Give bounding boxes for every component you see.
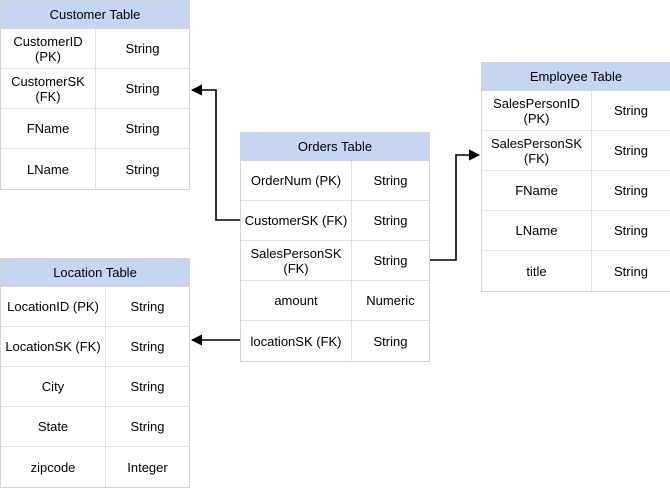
field-type: String	[614, 143, 648, 158]
entity-table-orders[interactable]: Orders Table OrderNum (PK) String Custom…	[240, 132, 430, 362]
table-row: FName String	[1, 109, 189, 149]
table-row: locationSK (FK) String	[241, 321, 429, 361]
entity-table-location[interactable]: Location Table LocationID (PK) String Lo…	[0, 258, 190, 488]
entity-table-employee[interactable]: Employee Table SalesPersonID (PK) String…	[481, 62, 670, 292]
table-row: LocationSK (FK) String	[1, 327, 189, 367]
table-row: CustomerSK (FK) String	[241, 201, 429, 241]
field-type: String	[125, 41, 160, 56]
table-title-orders: Orders Table	[241, 133, 429, 161]
table-row: title String	[482, 251, 670, 291]
field-type: String	[130, 419, 165, 434]
table-row: FName String	[482, 171, 670, 211]
field-name: LocationSK (FK)	[1, 327, 106, 366]
table-row: LocationID (PK) String	[1, 287, 189, 327]
table-row: SalesPersonSK (FK) String	[482, 131, 670, 171]
table-row: City String	[1, 367, 189, 407]
field-type: String	[125, 81, 160, 96]
table-row: amount Numeric	[241, 281, 429, 321]
table-row: LName String	[1, 149, 189, 189]
field-type: String	[130, 379, 165, 394]
field-type: String	[373, 333, 408, 349]
table-row: OrderNum (PK) String	[241, 161, 429, 201]
connector-orders-to-employee	[430, 149, 481, 261]
field-type: String	[373, 253, 408, 268]
field-name: FName	[1, 109, 96, 148]
field-name: zipcode	[1, 447, 106, 487]
table-row: SalesPersonID (PK) String	[482, 91, 670, 131]
field-type: Integer	[127, 459, 168, 475]
table-title-location: Location Table	[1, 259, 189, 287]
table-row: CustomerID (PK) String	[1, 29, 189, 69]
table-row: CustomerSK (FK) String	[1, 69, 189, 109]
field-type: String	[130, 299, 165, 314]
field-name: OrderNum (PK)	[241, 161, 352, 200]
field-name: CustomerSK (FK)	[241, 201, 352, 240]
table-row: State String	[1, 407, 189, 447]
field-type: String	[614, 103, 648, 118]
field-type: String	[614, 263, 648, 279]
field-name: SalesPersonSK (FK)	[241, 241, 352, 280]
field-name: LName	[482, 211, 592, 250]
field-name: amount	[241, 281, 352, 320]
field-name: LName	[1, 149, 96, 189]
table-row: zipcode Integer	[1, 447, 189, 487]
field-name: title	[482, 251, 592, 291]
field-type: String	[125, 161, 160, 177]
connector-orders-to-customer	[190, 84, 240, 221]
field-type: Numeric	[366, 293, 415, 308]
field-name: SalesPersonSK (FK)	[482, 131, 592, 170]
field-name: locationSK (FK)	[241, 321, 352, 361]
field-name: CustomerSK (FK)	[1, 69, 96, 108]
field-name: LocationID (PK)	[1, 287, 106, 326]
field-name: SalesPersonID (PK)	[482, 91, 592, 130]
field-type: String	[373, 173, 408, 188]
entity-table-customer[interactable]: Customer Table CustomerID (PK) String Cu…	[0, 0, 190, 190]
table-title-employee: Employee Table	[482, 63, 670, 91]
table-row: SalesPersonSK (FK) String	[241, 241, 429, 281]
field-name: CustomerID (PK)	[1, 29, 96, 68]
field-type: String	[130, 339, 165, 354]
field-name: City	[1, 367, 106, 406]
field-name: FName	[482, 171, 592, 210]
field-type: String	[614, 223, 648, 238]
table-row: LName String	[482, 211, 670, 251]
field-name: State	[1, 407, 106, 446]
field-type: String	[614, 183, 648, 198]
table-title-customer: Customer Table	[1, 1, 189, 29]
field-type: String	[373, 213, 408, 228]
field-type: String	[125, 121, 160, 136]
